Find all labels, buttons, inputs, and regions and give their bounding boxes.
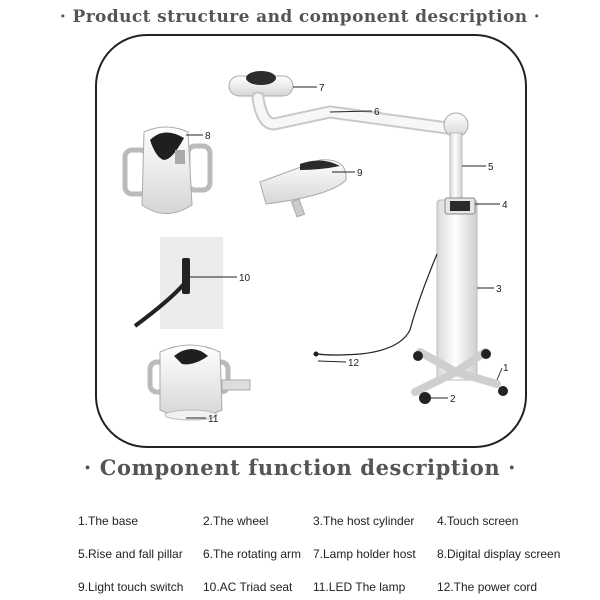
led-lamp-drawing: [147, 344, 251, 421]
component-2: 2.The wheel: [203, 514, 269, 528]
illustration-frame: [95, 34, 527, 448]
component-7: 7.Lamp holder host: [313, 547, 416, 561]
rotating-arm-drawing: [251, 91, 469, 138]
callout-11: 11: [208, 414, 219, 425]
function-heading: · Component function description ·: [83, 455, 517, 480]
power-cord-drawing: [317, 253, 438, 356]
callout-9: 9: [357, 168, 363, 179]
component-4: 4.Touch screen: [437, 514, 519, 528]
component-3: 3.The host cylinder: [313, 514, 415, 528]
component-1: 1.The base: [78, 514, 139, 528]
callout-5: 5: [488, 162, 494, 173]
callout-6: 6: [374, 107, 380, 118]
callout-8: 8: [205, 131, 211, 142]
component-10: 10.AC Triad seat: [203, 580, 293, 594]
pillar-drawing: [449, 132, 463, 204]
callout-7: 7: [319, 83, 325, 94]
component-6: 6.The rotating arm: [203, 547, 302, 561]
host-cylinder-drawing: [436, 197, 478, 381]
structure-heading: · Product structure and component descri…: [59, 7, 541, 27]
callout-12: 12: [348, 358, 360, 369]
lamp-holder-host-drawing: [228, 71, 294, 98]
leader-lines: [186, 86, 503, 419]
component-11: 11.LED The lamp: [313, 580, 406, 594]
callout-4: 4: [502, 200, 508, 211]
component-12: 12.The power cord: [437, 580, 538, 594]
ac-triad-seat-drawing: [133, 237, 223, 329]
callout-1: 1: [503, 363, 509, 374]
base-drawing: [411, 348, 508, 404]
callout-10: 10: [239, 273, 251, 284]
component-5: 5.Rise and fall pillar: [78, 547, 183, 561]
callout-3: 3: [496, 284, 502, 295]
display-screen-drawing: [122, 126, 213, 214]
callout-2: 2: [450, 394, 456, 405]
component-9: 9.Light touch switch: [78, 580, 184, 594]
light-touch-switch-drawing: [259, 159, 347, 218]
component-8: 8.Digital display screen: [437, 547, 561, 561]
